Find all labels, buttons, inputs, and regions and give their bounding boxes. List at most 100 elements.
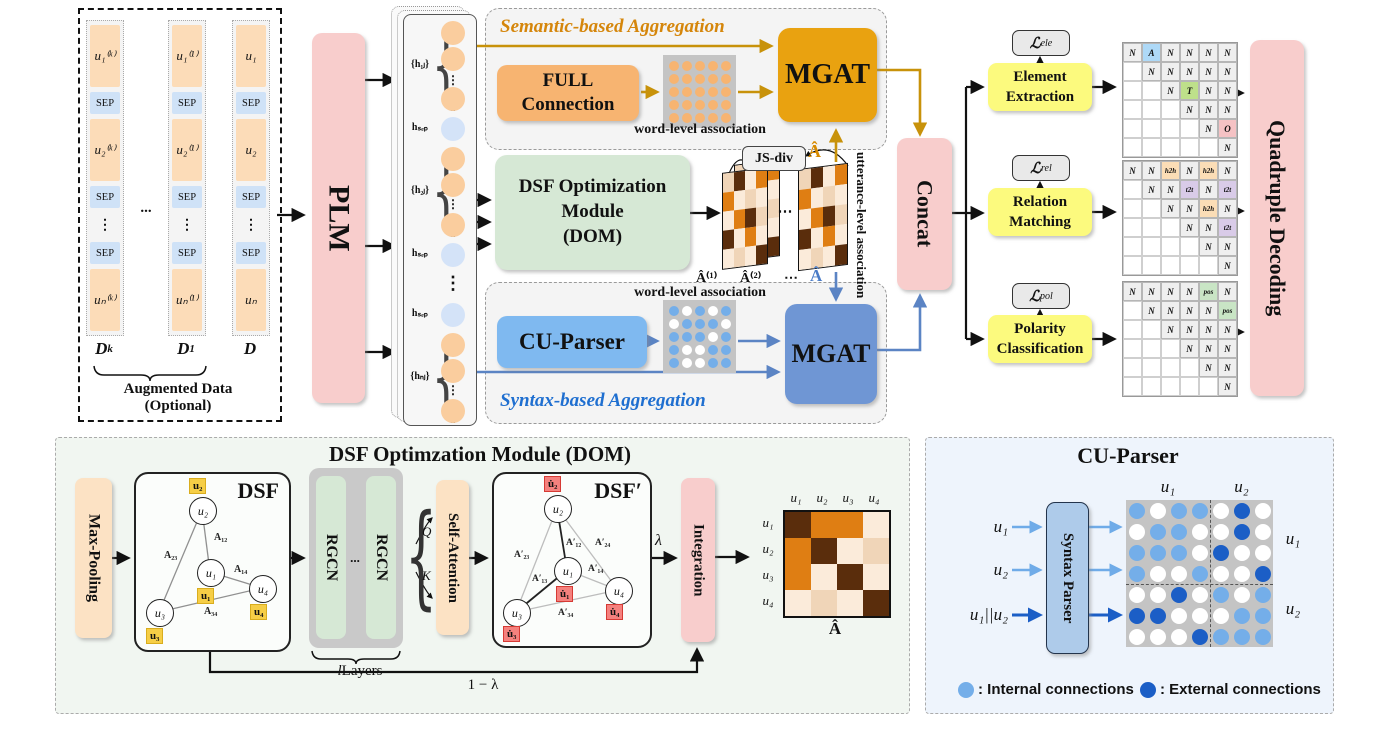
grid-cell: [667, 304, 680, 317]
rgcn-ellipsis: ...: [350, 550, 360, 565]
grid-cell: N: [1199, 119, 1218, 138]
grid-cell: N: [1142, 301, 1161, 320]
grid-cell: N: [1199, 43, 1218, 62]
grid-cell: [823, 205, 835, 227]
grid-cell: N: [1123, 161, 1142, 180]
grid-cell: [756, 187, 767, 208]
grid-cell: [1161, 119, 1180, 138]
grid-cell: [863, 564, 889, 590]
grid-cell: [1189, 584, 1210, 605]
grid-cell: N: [1161, 62, 1180, 81]
sep-token: SEP: [172, 186, 202, 208]
grid-cell: [1168, 605, 1189, 626]
node-u2: u₂: [189, 497, 217, 525]
input-u1-label: u₁: [993, 517, 1008, 536]
grid-cell: [719, 330, 732, 343]
utterance-token: uₙ: [236, 269, 266, 331]
grid-cell: [1161, 218, 1180, 237]
grid-cell: [1126, 626, 1147, 647]
grid-cell: t2t: [1218, 180, 1237, 199]
grid-cell: [768, 179, 779, 200]
sep-token: SEP: [90, 92, 120, 114]
grid-cell: [680, 85, 693, 98]
rgcn-stack: RGCN ... RGCN: [309, 468, 403, 648]
hsep-label: hₛₑₚ: [411, 248, 429, 259]
grid-cell: [734, 228, 745, 249]
grid-cell: [706, 356, 719, 369]
edge-a14: A₁₄: [234, 564, 248, 575]
grid-cell: [680, 72, 693, 85]
grid-cell: [1126, 584, 1147, 605]
mgat-semantic-box: MGAT: [778, 28, 877, 122]
adjacency-matrix-2-label: Â⁽²⁾: [740, 271, 762, 286]
grid-cell: N: [1199, 320, 1218, 339]
grid-cell: N: [1142, 180, 1161, 199]
grid-cell: [1199, 256, 1218, 275]
grid-cell: N: [1218, 339, 1237, 358]
sep-token: SEP: [236, 242, 266, 264]
grid-cell: [1123, 218, 1142, 237]
grid-cell: h2h: [1199, 199, 1218, 218]
syntax-aggregation-title: Syntax-based Aggregation: [500, 390, 706, 411]
tag-u4: u₄: [250, 604, 268, 620]
matrices-ellipsis: ⋯: [777, 203, 793, 220]
ellipsis: ⋮: [244, 217, 258, 233]
sep-token: SEP: [90, 242, 120, 264]
grid-cell: [837, 538, 863, 564]
grid-cell: [799, 188, 811, 210]
grid-cell: [1252, 542, 1273, 563]
grid-cell: [680, 59, 693, 72]
sep-vector-dot: [441, 303, 465, 327]
input-column-dk: u₁⁽ᵏ⁾ SEP u₂⁽ᵏ⁾ SEP ⋮ SEP uₙ⁽ᵏ⁾: [86, 20, 124, 336]
grid-cell: [823, 225, 835, 247]
edge-a12-prime: A′₁₂: [566, 538, 582, 548]
grid-cell: [667, 85, 680, 98]
grid-cell: [680, 98, 693, 111]
ahat-matrix-label: Â: [828, 619, 842, 638]
ahat-heat-matrix: [783, 510, 891, 618]
edge-a13-prime: A′₁₃: [532, 574, 548, 584]
grid-cell: [799, 228, 811, 250]
js-div-box: JS-div: [742, 146, 806, 171]
grid-cell: [1180, 358, 1199, 377]
grid-cell: [1161, 138, 1180, 157]
hsep-label: hₛₑₚ: [411, 122, 429, 133]
grid-cell: [785, 512, 811, 538]
grid-cell: [1123, 358, 1142, 377]
quadruple-decoding-box: Quadruple Decoding: [1250, 40, 1304, 396]
grid-cell: [1126, 605, 1147, 626]
concat-box: Concat: [897, 138, 952, 290]
grid-cell: N: [1180, 43, 1199, 62]
grid-cell: [1161, 100, 1180, 119]
grid-cell: [1210, 605, 1231, 626]
ellipsis: ⋮: [180, 217, 194, 233]
grid-cell: [811, 227, 823, 249]
grid-cell: [693, 356, 706, 369]
grid-cell: [693, 304, 706, 317]
rgcn-layer-1: RGCN: [316, 476, 346, 639]
grid-cell: N: [1180, 62, 1199, 81]
node-u4: u₄: [249, 575, 277, 603]
grid-cell: N: [1180, 199, 1199, 218]
grid-cell: [785, 564, 811, 590]
ellipsis: ⋮: [98, 217, 112, 233]
grid-cell: [1199, 138, 1218, 157]
edge-a23: A₂₃: [164, 550, 178, 561]
columns-ellipsis: ...: [140, 199, 152, 216]
grid-cell: [1142, 237, 1161, 256]
labels-ellipsis: ⋯: [784, 271, 798, 286]
external-connection-dot: [1140, 682, 1156, 698]
hidden-group-label: {hₙⱼ}: [410, 371, 430, 382]
hsep-label: hₛₑₚ: [411, 308, 429, 319]
grid-cell: N: [1218, 377, 1237, 396]
grid-cell: [1142, 138, 1161, 157]
grid-cell: [1123, 180, 1142, 199]
grid-cell: [1231, 500, 1252, 521]
tag-u4-updated: u̇₄: [606, 604, 624, 620]
grid-cell: [745, 188, 756, 209]
grid-cell: [723, 248, 734, 269]
grid-cell: [1126, 500, 1147, 521]
